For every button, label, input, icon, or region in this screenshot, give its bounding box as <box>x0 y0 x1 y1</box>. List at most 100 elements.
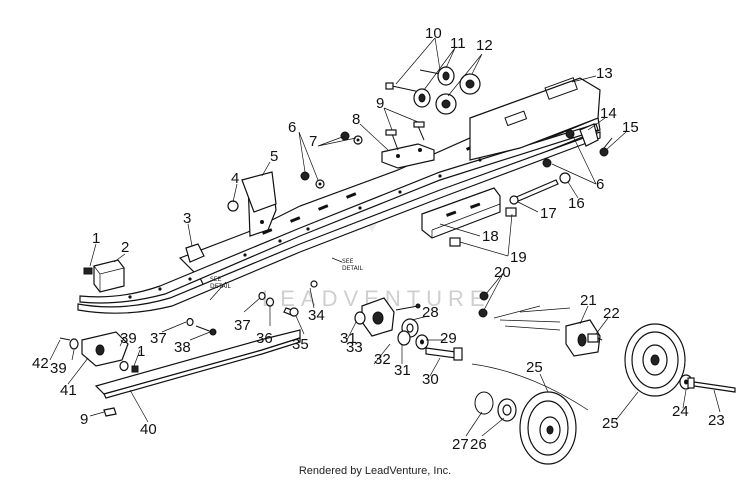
callout-15: 15 <box>622 119 639 136</box>
part-nuts-6 <box>300 129 575 181</box>
part-washers-37 <box>186 291 266 327</box>
callout-39-left: 39 <box>50 360 67 377</box>
part-tensioner-21 <box>565 319 601 357</box>
callout-8: 8 <box>352 111 360 128</box>
part-ring-27 <box>474 391 494 415</box>
callout-29: 29 <box>440 330 457 347</box>
callout-23: 23 <box>708 412 725 429</box>
part-bolts-9 <box>385 121 425 151</box>
part-axle-17 <box>509 179 559 205</box>
part-washers-31 <box>354 311 429 350</box>
callout-18: 18 <box>482 228 499 245</box>
part-pin-28 <box>395 303 421 311</box>
callout-17: 17 <box>540 205 557 222</box>
callout-42: 42 <box>32 355 49 372</box>
callout-14: 14 <box>600 105 617 122</box>
part-bolts-39-42 <box>59 337 139 373</box>
part-slide-40 <box>94 329 301 399</box>
part-bolt-1 <box>83 267 93 275</box>
see-detail-arrows <box>209 257 343 301</box>
part-bolts-10 <box>385 69 441 93</box>
part-nut-16 <box>559 172 571 184</box>
callout-16: 16 <box>568 195 585 212</box>
callout-28: 28 <box>422 304 439 321</box>
part-bracket-8 <box>381 143 435 169</box>
callout-36: 36 <box>256 330 273 347</box>
svg-text:SEE: SEE <box>210 276 222 283</box>
part-bolts-20 <box>478 291 489 318</box>
part-bolt-22 <box>587 333 603 343</box>
part-block-18 <box>421 187 501 239</box>
part-wheel-25-left <box>519 391 577 465</box>
part-guide-41 <box>81 331 129 367</box>
part-bushing-32 <box>397 330 411 346</box>
callout-38: 38 <box>174 339 191 356</box>
callout-24: 24 <box>672 403 689 420</box>
callout-labels: 1 2 3 4 5 6 7 8 9 10 11 12 13 14 15 6 16… <box>32 25 725 453</box>
callout-35: 35 <box>292 336 309 353</box>
callout-5: 5 <box>270 148 278 165</box>
leader-lines <box>49 37 721 437</box>
svg-text:DETAIL: DETAIL <box>210 283 231 290</box>
callout-25-left: 25 <box>526 359 543 376</box>
callout-40: 40 <box>140 421 157 438</box>
callout-10: 10 <box>425 25 442 42</box>
callout-4: 4 <box>231 170 239 187</box>
callout-27: 27 <box>452 436 469 453</box>
callout-31-right: 31 <box>394 362 411 379</box>
part-bolt-35 <box>283 307 300 317</box>
callout-2: 2 <box>121 239 129 256</box>
callout-1: 1 <box>92 230 100 247</box>
callout-25-right: 25 <box>602 415 619 432</box>
callout-19: 19 <box>510 249 527 266</box>
callout-12: 12 <box>476 37 493 54</box>
part-bushings-12 <box>435 73 481 115</box>
callout-30: 30 <box>422 371 439 388</box>
part-nut-4 <box>227 200 239 212</box>
callout-34: 34 <box>308 307 325 324</box>
part-bracket-2 <box>93 259 125 293</box>
callout-7: 7 <box>309 133 317 150</box>
see-detail-note-1: SEE DETAIL <box>210 276 231 290</box>
part-bolt-30 <box>425 347 463 361</box>
callout-41: 41 <box>60 382 77 399</box>
callout-20: 20 <box>494 264 511 281</box>
part-bolt-38 <box>195 325 217 336</box>
part-cable-lines <box>493 305 571 331</box>
callout-37-left: 37 <box>150 330 167 347</box>
callout-3: 3 <box>183 210 191 227</box>
callout-11: 11 <box>450 35 466 52</box>
see-detail-note-2: SEE DETAIL <box>342 258 363 272</box>
footer-credit: Rendered by LeadVenture, Inc. <box>298 465 452 477</box>
part-bracket-14 <box>579 123 599 147</box>
part-bolt-15 <box>599 137 613 157</box>
svg-text:SEE: SEE <box>342 258 354 265</box>
part-bolt-9-lower <box>103 407 117 417</box>
callout-22: 22 <box>603 305 620 322</box>
callout-9-lower: 9 <box>80 411 88 428</box>
part-nut-34 <box>310 280 318 288</box>
part-bushings-11 <box>413 66 455 108</box>
callout-1-lower: 1 <box>137 343 145 360</box>
part-washer-36 <box>265 297 275 307</box>
part-washers-7 <box>315 135 363 189</box>
callout-6-right: 6 <box>596 176 604 193</box>
callout-31-left: 31 <box>340 330 357 347</box>
callout-32: 32 <box>374 351 391 368</box>
callout-6-left: 6 <box>288 119 296 136</box>
part-bearing-26 <box>497 398 517 422</box>
part-clip-3 <box>185 243 205 263</box>
callout-33: 33 <box>346 339 363 356</box>
bracket-line-25 <box>471 363 589 411</box>
callout-21: 21 <box>580 292 597 309</box>
part-bolt-23 <box>687 377 736 393</box>
callout-13: 13 <box>596 65 613 82</box>
callout-26: 26 <box>470 436 487 453</box>
callout-39-right: 39 <box>120 330 137 347</box>
part-wheel-25-right <box>624 323 686 397</box>
callout-37-right: 37 <box>234 317 251 334</box>
part-plate-5 <box>241 171 277 213</box>
svg-text:DETAIL: DETAIL <box>342 265 363 272</box>
callout-9-upper: 9 <box>376 95 384 112</box>
